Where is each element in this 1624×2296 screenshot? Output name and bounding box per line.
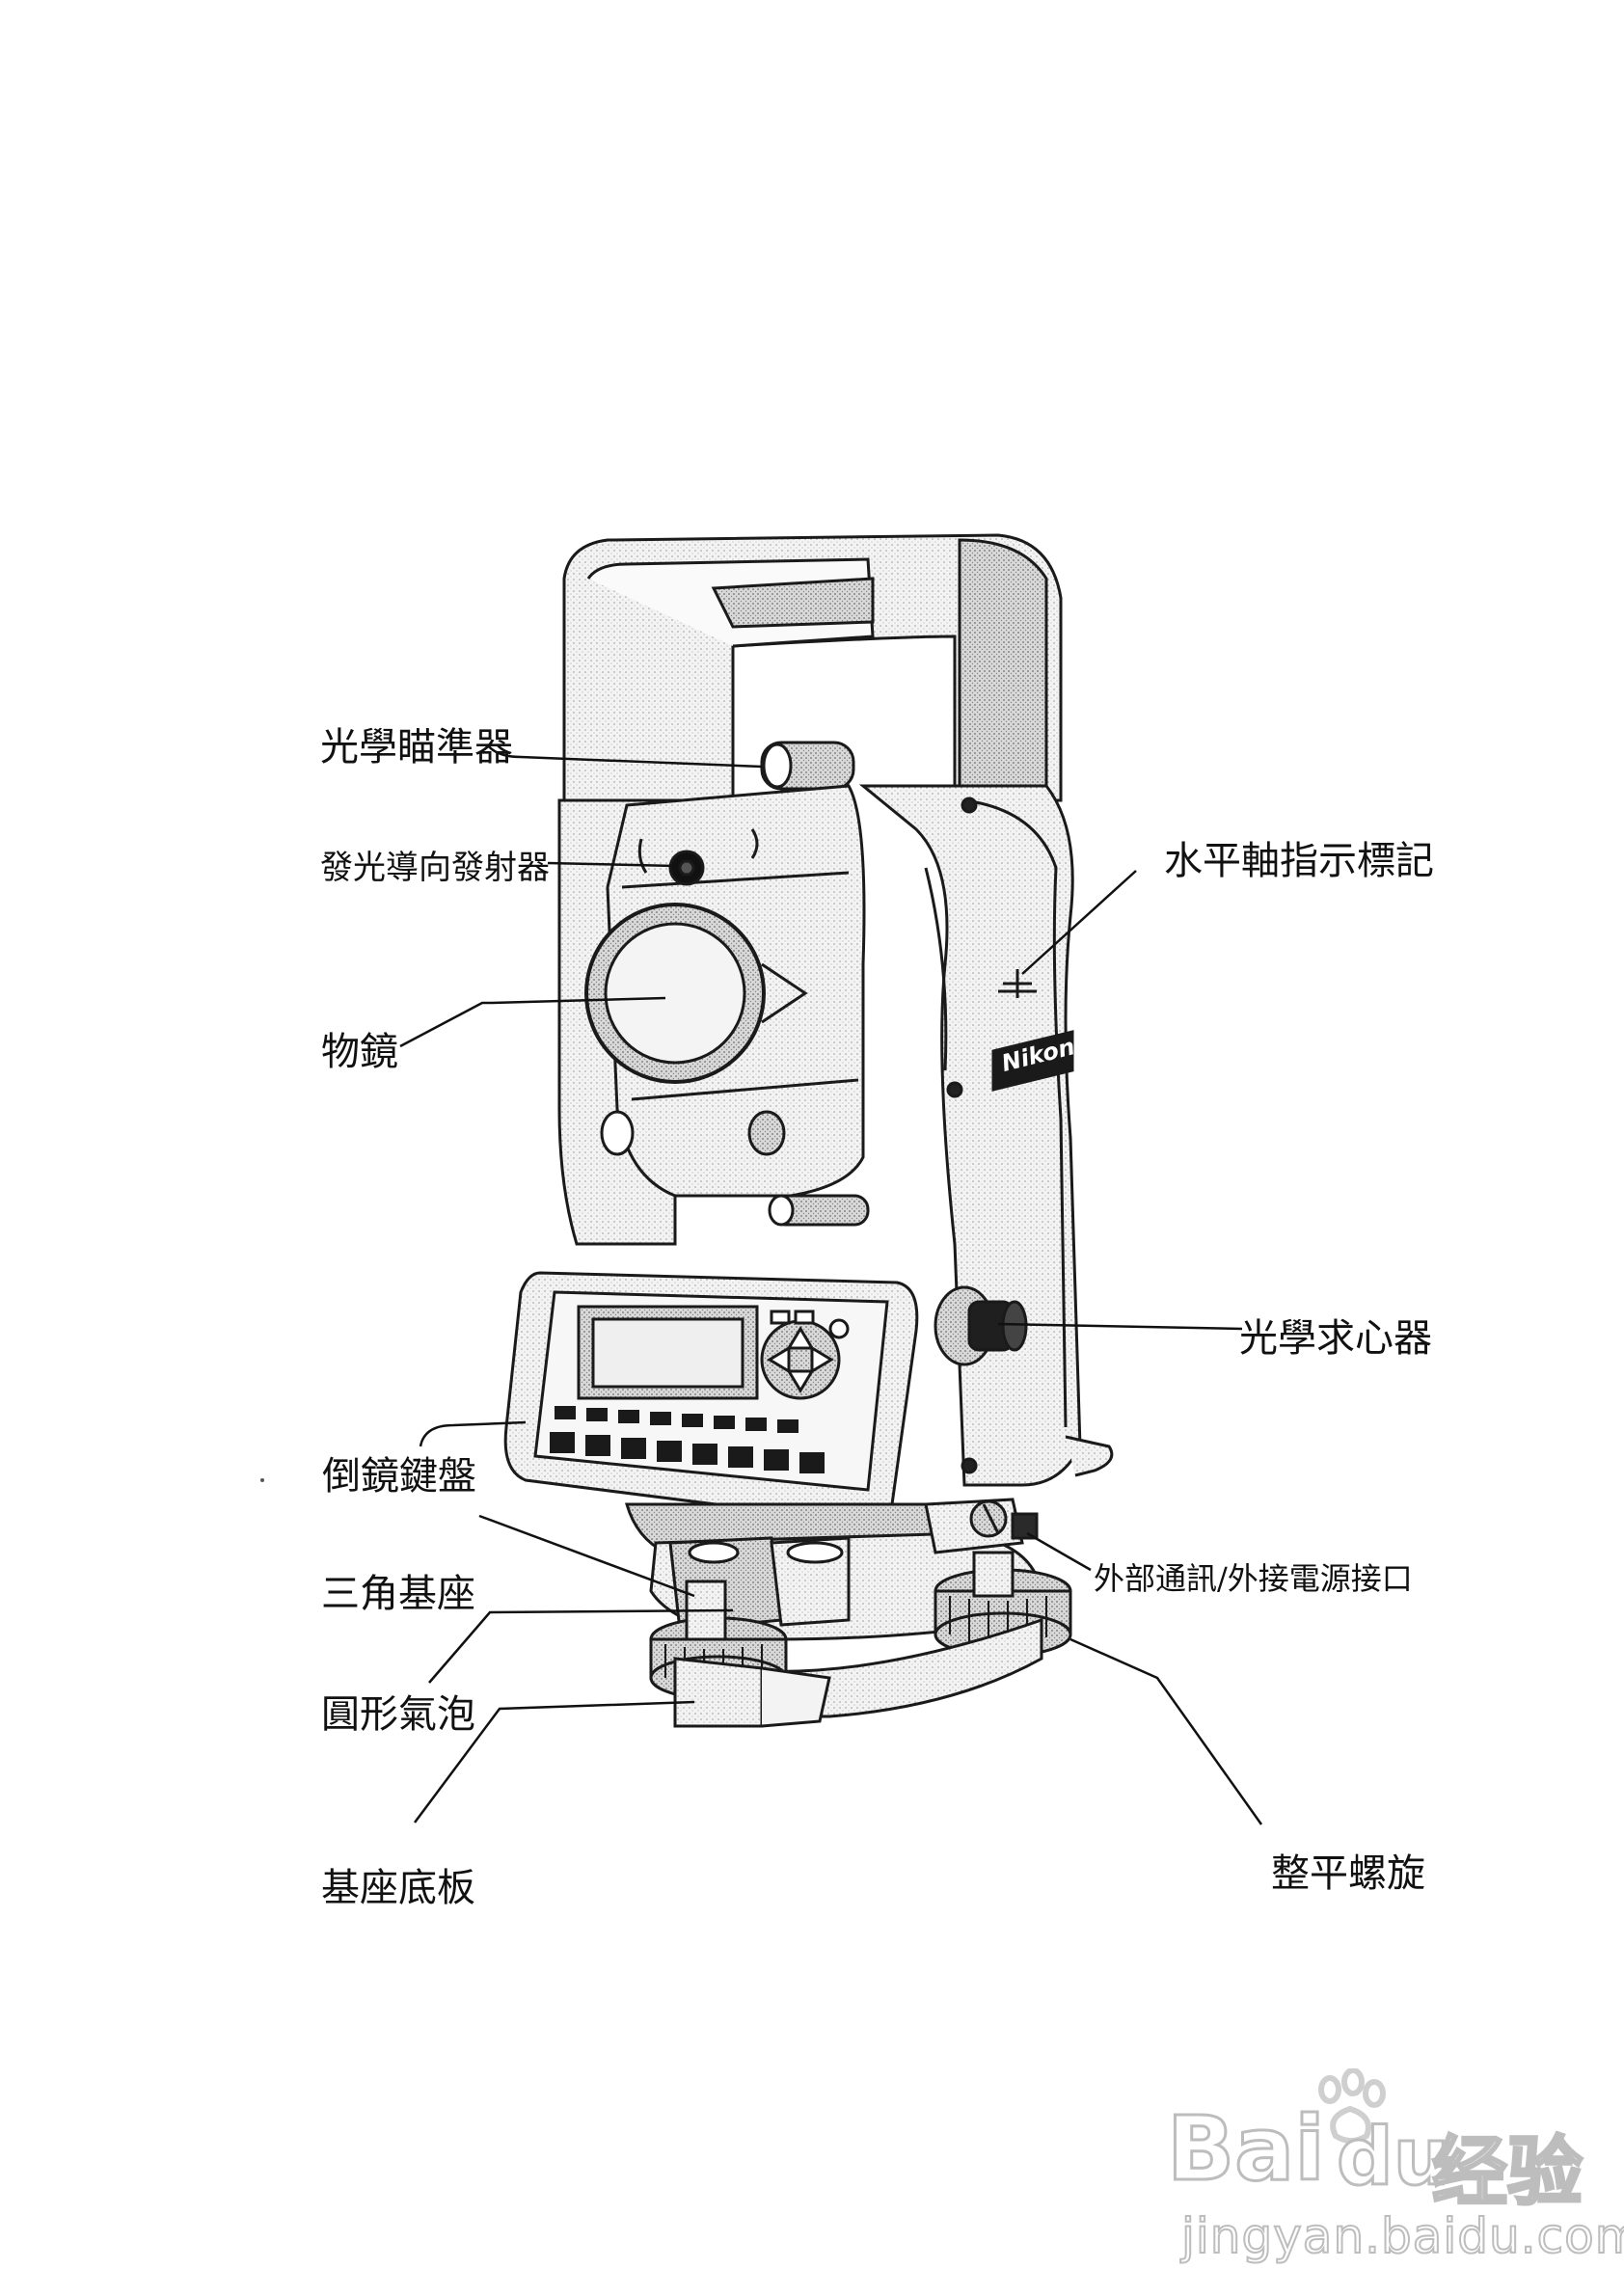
label-trunnion-mark: 水平軸指示標記 xyxy=(1164,829,1434,885)
label-leveling-screw: 整平螺旋 xyxy=(1271,1842,1425,1898)
leader-data-port xyxy=(1027,1533,1091,1570)
keyboard-panel xyxy=(505,1273,917,1519)
leader-leveling-screw xyxy=(1070,1639,1261,1824)
watermark-logo-cn: 经验 xyxy=(1432,2112,1583,2220)
label-optical-sight: 光學瞄準器 xyxy=(320,716,513,771)
label-guide-light: 發光導向發射器 xyxy=(320,841,550,888)
optical-sight-tube xyxy=(762,743,853,789)
label-optical-plummet: 光學求心器 xyxy=(1239,1307,1432,1363)
label-objective-lens: 物鏡 xyxy=(321,1020,398,1076)
label-keyboard-face2: 倒鏡鍵盤 xyxy=(322,1445,476,1500)
label-tribrach: 三角基座 xyxy=(321,1562,475,1618)
label-circular-bubble: 圓形氣泡 xyxy=(321,1683,475,1739)
watermark-logo-bai: Bai xyxy=(1167,2097,1325,2201)
watermark-url: jingyan.baidu.com xyxy=(1181,2208,1624,2264)
label-data-power-port: 外部通訊/外接電源接口 xyxy=(1094,1554,1413,1599)
label-base-plate: 基座底板 xyxy=(321,1856,475,1912)
stray-dot xyxy=(260,1478,264,1482)
